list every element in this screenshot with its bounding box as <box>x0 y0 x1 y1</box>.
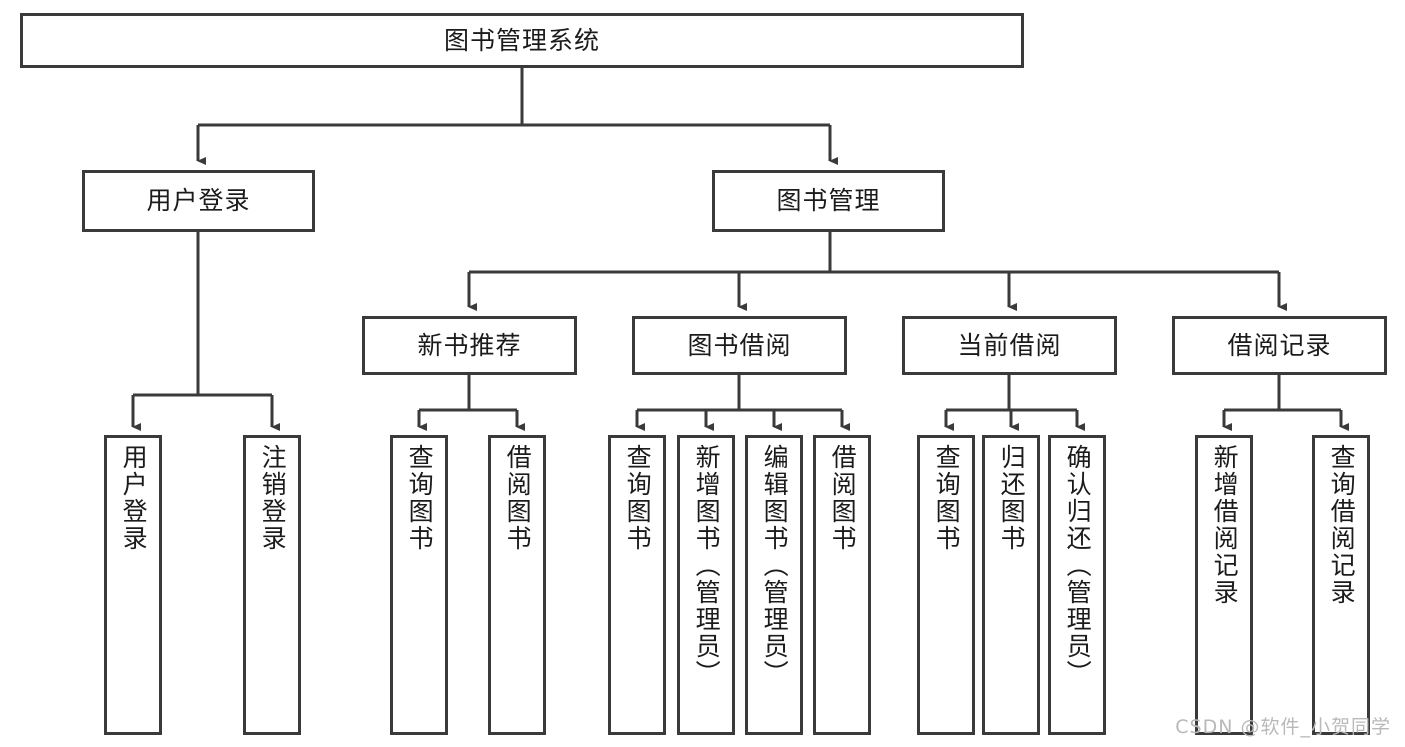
node-leaf-query-record-label: 查询借阅记录 <box>1327 444 1357 606</box>
node-leaf-query-book-2-label: 查询图书 <box>623 444 653 552</box>
node-current-borrow[interactable]: 当前借阅 <box>902 316 1117 375</box>
node-book-borrow-label: 图书借阅 <box>687 330 792 360</box>
node-leaf-borrow-book-2[interactable]: 借阅图书 <box>813 435 871 735</box>
node-leaf-borrow-book-1[interactable]: 借阅图书 <box>488 435 546 735</box>
node-leaf-confirm-return[interactable]: 确认归还（管理员） <box>1048 435 1106 735</box>
node-book-management[interactable]: 图书管理 <box>712 170 945 232</box>
node-leaf-return-book[interactable]: 归还图书 <box>982 435 1040 735</box>
node-leaf-query-book-2[interactable]: 查询图书 <box>608 435 666 735</box>
node-leaf-query-book-1-label: 查询图书 <box>405 444 435 552</box>
node-root-label: 图书管理系统 <box>443 25 600 55</box>
node-leaf-confirm-return-label: 确认归还（管理员） <box>1063 444 1093 687</box>
node-borrow-record[interactable]: 借阅记录 <box>1172 316 1387 375</box>
node-leaf-borrow-book-1-label: 借阅图书 <box>503 444 533 552</box>
node-leaf-add-book-label: 新增图书（管理员） <box>692 444 722 687</box>
node-leaf-query-book-3-label: 查询图书 <box>932 444 962 552</box>
node-leaf-query-record[interactable]: 查询借阅记录 <box>1312 435 1370 735</box>
node-book-management-label: 图书管理 <box>776 186 881 216</box>
node-leaf-query-book-1[interactable]: 查询图书 <box>390 435 448 735</box>
node-leaf-query-book-3[interactable]: 查询图书 <box>917 435 975 735</box>
node-new-book-recommend-label: 新书推荐 <box>417 330 522 360</box>
node-leaf-add-book[interactable]: 新增图书（管理员） <box>677 435 735 735</box>
node-user-login-label: 用户登录 <box>146 186 251 216</box>
node-leaf-user-login[interactable]: 用户登录 <box>104 435 162 735</box>
node-leaf-user-login-label: 用户登录 <box>119 444 149 552</box>
node-root[interactable]: 图书管理系统 <box>20 13 1024 68</box>
node-leaf-add-record-label: 新增借阅记录 <box>1210 444 1240 606</box>
node-book-borrow[interactable]: 图书借阅 <box>632 316 847 375</box>
node-leaf-return-book-label: 归还图书 <box>997 444 1027 552</box>
node-leaf-logout-label: 注销登录 <box>258 444 288 552</box>
node-leaf-edit-book[interactable]: 编辑图书（管理员） <box>745 435 803 735</box>
node-leaf-logout[interactable]: 注销登录 <box>243 435 301 735</box>
node-current-borrow-label: 当前借阅 <box>957 330 1062 360</box>
node-new-book-recommend[interactable]: 新书推荐 <box>362 316 577 375</box>
watermark: CSDN @软件_小贺同学 <box>1175 716 1391 738</box>
node-leaf-edit-book-label: 编辑图书（管理员） <box>760 444 790 687</box>
node-borrow-record-label: 借阅记录 <box>1227 330 1332 360</box>
node-leaf-borrow-book-2-label: 借阅图书 <box>828 444 858 552</box>
node-leaf-add-record[interactable]: 新增借阅记录 <box>1195 435 1253 735</box>
node-user-login[interactable]: 用户登录 <box>82 170 315 232</box>
